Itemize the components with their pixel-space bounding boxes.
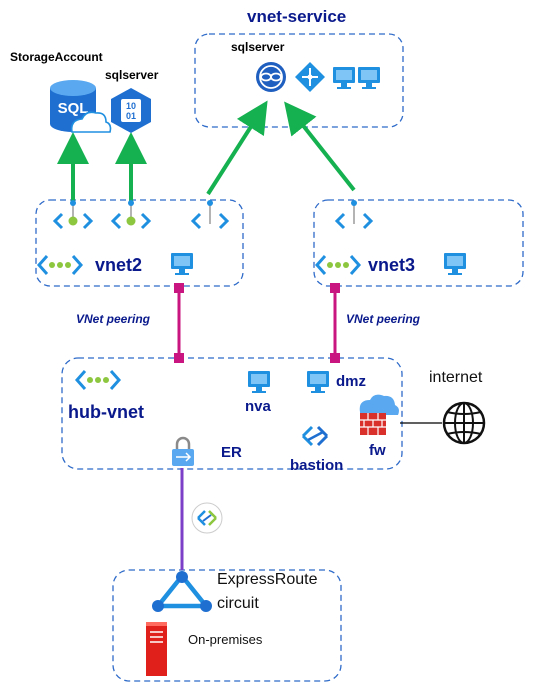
internet-label: internet	[429, 369, 483, 386]
globe-icon	[442, 401, 486, 445]
vnet-icon	[36, 255, 84, 275]
vnet-icon	[74, 370, 122, 390]
sql-db-hexagon-icon: 10 01	[111, 88, 151, 133]
subnet-icon	[334, 200, 374, 230]
peering-endpoint	[174, 283, 184, 293]
server-icon	[146, 622, 167, 676]
vm-icon	[171, 253, 193, 275]
subnet-icon	[52, 200, 94, 230]
sqlserver-private-link-icon	[256, 62, 286, 92]
vnet-icon	[314, 255, 362, 275]
on-premises-label: On-premises	[188, 632, 263, 647]
vm-icon	[248, 371, 270, 393]
bastion-label: bastion	[290, 457, 344, 474]
peering-endpoint	[330, 353, 340, 363]
hub-vnet-box	[61, 357, 403, 470]
expressroute-label-line2: circuit	[217, 595, 259, 612]
sqlserver-left-label: sqlserver	[105, 68, 159, 82]
dmz-label: dmz	[336, 373, 366, 390]
er-label: ER	[221, 444, 242, 461]
vnet2-label: vnet2	[95, 255, 143, 275]
cloud-icon	[70, 111, 112, 133]
sqldb-text-top: 10	[126, 101, 136, 111]
peering-right-label: VNet peering	[346, 312, 421, 326]
sqlserver-service-label: sqlserver	[231, 40, 285, 54]
storage-account-label: StorageAccount	[10, 50, 103, 64]
expressroute-circuit-icon	[152, 571, 212, 612]
firewall-icon	[359, 394, 399, 435]
hub-vnet-label: hub-vnet	[68, 402, 144, 422]
vnet3-box	[313, 199, 524, 287]
onprem-box	[112, 569, 342, 682]
vm-icon	[444, 253, 466, 275]
connection-icon	[191, 502, 223, 534]
vnet-service-box	[194, 33, 404, 128]
subnet-icon	[110, 200, 152, 230]
vnet-service-title: vnet-service	[247, 7, 347, 26]
vpn-gateway-lock-icon	[172, 436, 194, 466]
vm-icon	[333, 67, 355, 89]
nva-label: nva	[245, 398, 271, 415]
sqldb-text-bottom: 01	[126, 111, 136, 121]
fw-label: fw	[369, 442, 386, 459]
arrow-vnet3-to-sqlserver	[284, 101, 356, 192]
expressroute-label-line1: ExpressRoute	[217, 571, 318, 588]
vnet2-box	[35, 199, 244, 287]
bastion-icon	[301, 425, 329, 447]
load-balancer-icon	[295, 62, 325, 92]
subnet-icon	[190, 200, 230, 230]
vnet3-label: vnet3	[368, 255, 416, 275]
vm-icon	[358, 67, 380, 89]
sql-text: SQL	[58, 100, 89, 117]
peering-endpoint	[174, 353, 184, 363]
peering-endpoint	[330, 283, 340, 293]
arrow-vnet2-to-sqlserver	[206, 100, 268, 196]
peering-left-label: VNet peering	[76, 312, 151, 326]
vm-icon	[307, 371, 329, 393]
